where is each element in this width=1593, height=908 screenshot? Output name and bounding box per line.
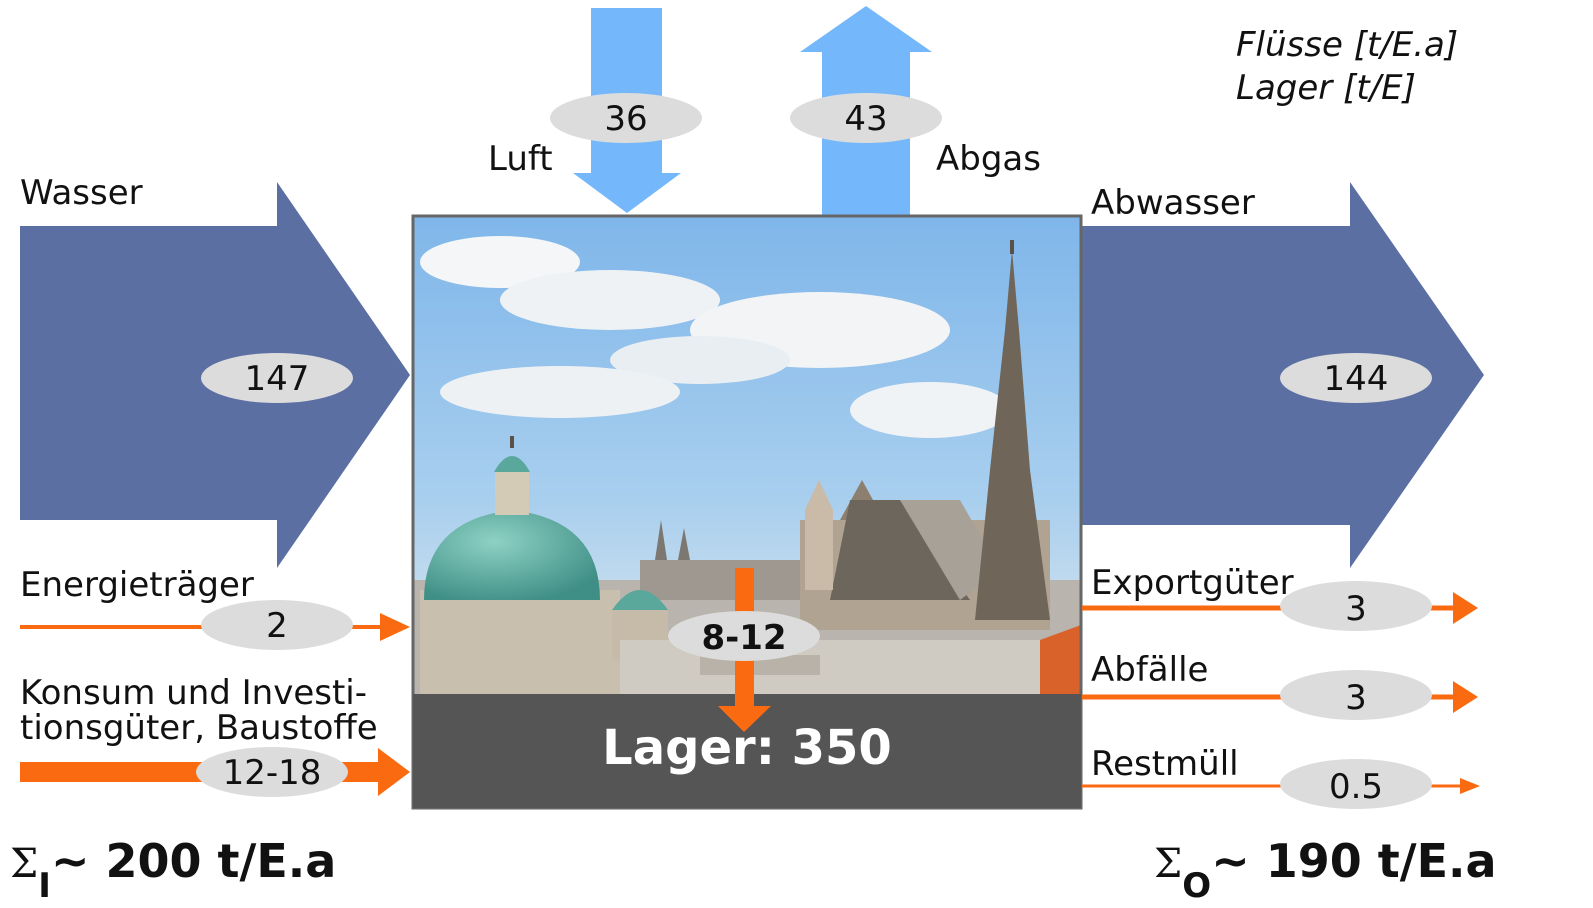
water-value-pill	[201, 353, 353, 403]
goods-value: 12-18	[222, 753, 322, 793]
stock-unit: Lager [t/E]	[1236, 67, 1416, 108]
residual-output-arrowhead	[1460, 778, 1480, 794]
waste-output-arrowhead	[1453, 681, 1478, 713]
exhaust-label: Abgas	[936, 139, 1041, 179]
units-legend: Flüsse [t/E.a] Lager [t/E]	[1236, 24, 1458, 109]
flows-unit: Flüsse [t/E.a]	[1236, 25, 1459, 65]
input-subscript: I	[38, 866, 51, 906]
air-label: Luft	[488, 139, 553, 179]
energy-value-pill	[201, 600, 353, 650]
church-dome	[424, 510, 600, 600]
output-subscript: O	[1182, 866, 1212, 906]
output-sigma: Σ	[1154, 841, 1183, 887]
energy-label: Energieträger	[20, 565, 254, 605]
air-value-pill	[550, 93, 702, 143]
cathedral-spire	[975, 250, 1050, 620]
input-sigma: Σ	[10, 841, 39, 887]
water-value: 147	[244, 359, 310, 399]
exports-value: 3	[1345, 589, 1367, 629]
wastewater-value: 144	[1323, 359, 1389, 399]
waste-label: Abfälle	[1091, 650, 1209, 690]
waste-value-pill	[1280, 670, 1432, 720]
stock-change-value: 8-12	[701, 618, 787, 658]
water-label: Wasser	[20, 173, 143, 213]
exports-value-pill	[1280, 581, 1432, 631]
input-total: ΣI~ 200 t/E.a	[10, 838, 336, 903]
input-total-text: ~ 200 t/E.a	[50, 834, 337, 888]
stock-arrow-head	[718, 706, 771, 732]
goods-label-line2: tionsgüter, Baustoffe	[20, 708, 378, 748]
air-value: 36	[604, 99, 648, 139]
wastewater-value-pill	[1280, 353, 1432, 403]
residual-value-pill	[1280, 759, 1432, 809]
residual-label: Restmüll	[1091, 744, 1239, 784]
goods-label-line1: Konsum und Investi-	[20, 673, 368, 713]
goods-input-arrowhead	[378, 748, 410, 796]
energy-value: 2	[266, 606, 288, 646]
stock-label: Lager: 350	[602, 720, 892, 776]
exhaust-value-pill	[790, 93, 942, 143]
stock-change-pill	[668, 611, 820, 661]
wastewater-label: Abwasser	[1091, 183, 1255, 223]
exports-label: Exportgüter	[1091, 563, 1294, 603]
output-total: ΣO~ 190 t/E.a	[1154, 838, 1497, 903]
residual-value: 0.5	[1328, 767, 1384, 807]
exports-output-arrowhead	[1453, 592, 1478, 624]
output-total-text: ~ 190 t/E.a	[1211, 834, 1497, 888]
exhaust-value: 43	[844, 99, 888, 139]
waste-value: 3	[1345, 678, 1367, 718]
goods-value-pill	[196, 747, 348, 797]
energy-input-arrowhead	[380, 613, 410, 641]
